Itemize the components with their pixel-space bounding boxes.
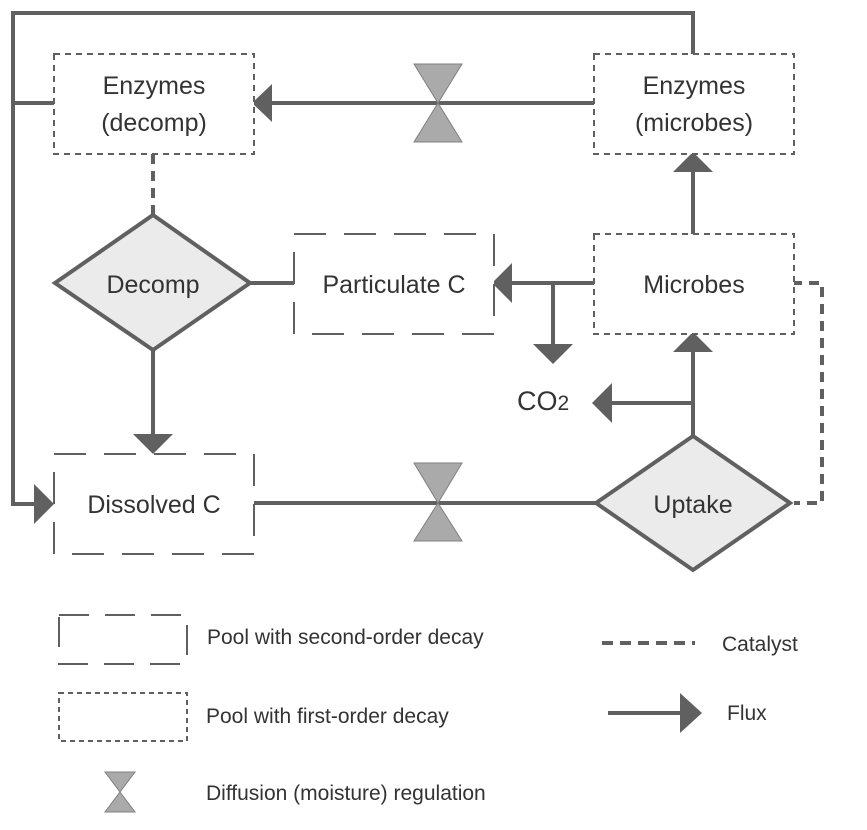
label-co2-subscript: 2 xyxy=(558,392,570,415)
label-microbes: Microbes xyxy=(643,271,744,299)
legend-diffusion-label: Diffusion (moisture) regulation xyxy=(206,782,486,805)
edge-enzymes-microbes-to-dissolved-c xyxy=(11,11,695,506)
label-uptake: Uptake xyxy=(653,491,732,519)
arrowhead-right-icon xyxy=(680,693,702,733)
arrowhead-left-icon xyxy=(492,263,512,303)
flux-lines xyxy=(11,11,695,506)
diffusion-valve-icon xyxy=(413,462,463,542)
legend-flux-swatch xyxy=(608,693,702,733)
catalyst-lines xyxy=(151,154,824,505)
legend: Pool with second-order decay Pool with f… xyxy=(58,614,798,813)
legend-diffusion-icon xyxy=(104,771,136,813)
node-enzymes-microbes[interactable] xyxy=(593,53,795,155)
label-enzymes-decomp-line2: (decomp) xyxy=(101,109,207,137)
legend-flux-label: Flux xyxy=(727,702,767,725)
legend-second-order-label: Pool with second-order decay xyxy=(207,626,484,649)
node-uptake[interactable] xyxy=(592,433,794,573)
arrowhead-down-icon xyxy=(533,344,573,364)
arrowhead-right-icon xyxy=(34,484,54,524)
node-particulate-c[interactable] xyxy=(293,233,495,335)
node-decomp[interactable] xyxy=(51,212,254,353)
label-dissolved-c: Dissolved C xyxy=(87,491,220,519)
label-co2-main: CO xyxy=(517,386,558,416)
node-dissolved-c[interactable] xyxy=(53,453,255,555)
legend-first-order-label: Pool with first-order decay xyxy=(206,705,449,728)
label-enzymes-microbes-line1: Enzymes xyxy=(643,72,746,100)
node-microbes[interactable] xyxy=(593,233,795,335)
edge-microbes-catalyst-uptake xyxy=(792,281,824,505)
arrowhead-left-icon xyxy=(252,84,272,122)
node-enzymes-decomp[interactable] xyxy=(53,53,255,155)
legend-catalyst-label: Catalyst xyxy=(722,633,798,656)
arrowhead-down-icon xyxy=(133,434,173,454)
label-enzymes-microbes-line2: (microbes) xyxy=(635,109,753,137)
label-enzymes-decomp-line1: Enzymes xyxy=(103,72,206,100)
arrowhead-left-icon xyxy=(592,383,612,423)
label-particulate-c: Particulate C xyxy=(322,271,465,299)
label-decomp: Decomp xyxy=(106,271,199,299)
arrowhead-up-icon xyxy=(673,332,713,352)
legend-first-order-swatch xyxy=(58,692,188,742)
label-co2: CO2 xyxy=(517,386,569,416)
arrowhead-up-icon xyxy=(673,152,713,172)
legend-second-order-swatch xyxy=(58,614,188,665)
diffusion-valve-icon xyxy=(413,63,463,143)
arrowheads xyxy=(34,84,713,524)
